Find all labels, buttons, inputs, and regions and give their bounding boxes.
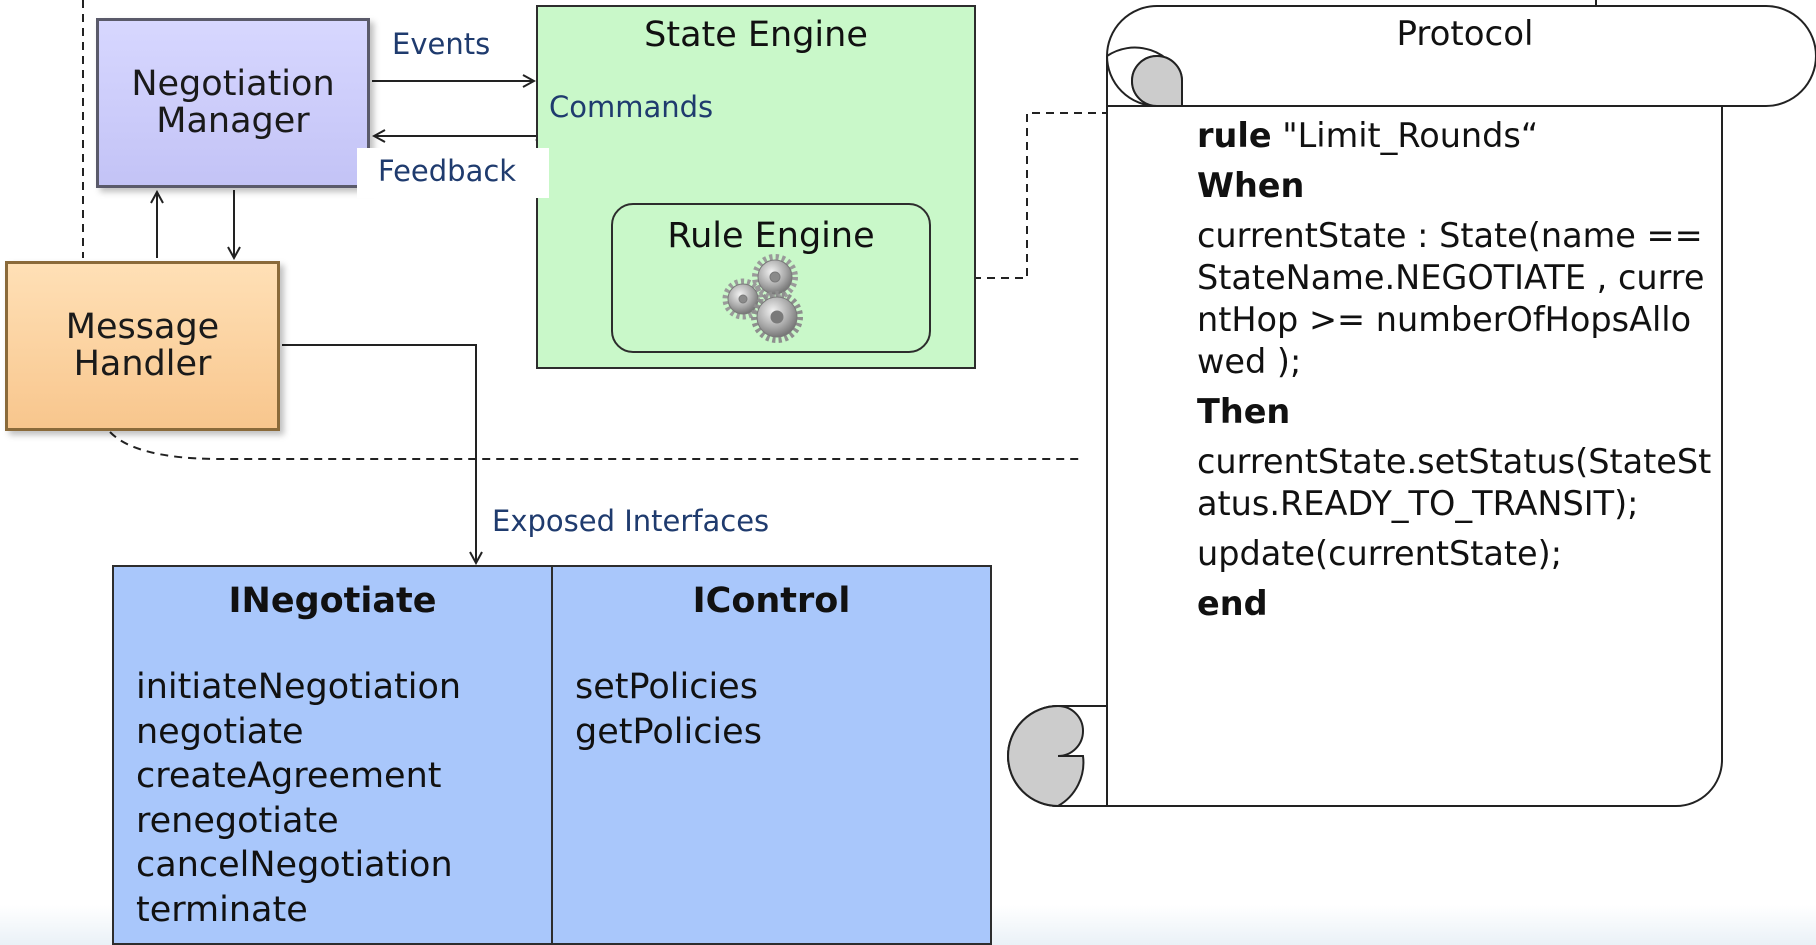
- interface-column-icontrol: IControl setPolicies getPolicies: [551, 567, 990, 943]
- rule-name: "Limit_Rounds“: [1271, 116, 1539, 155]
- state-engine-title: State Engine: [644, 15, 868, 55]
- negotiation-manager-label-2: Manager: [156, 101, 310, 141]
- commands-label: Commands: [549, 90, 714, 124]
- interface-method: initiateNegotiation: [136, 667, 462, 707]
- interface-method: negotiate: [136, 711, 304, 752]
- dashed-mh-to-protocol: [109, 431, 1108, 460]
- rule-engine-title: Rule Engine: [667, 216, 875, 256]
- interface-method: setPolicies: [575, 667, 758, 707]
- interface-method-list: initiateNegotiation negotiate createAgre…: [136, 665, 551, 932]
- feedback-label-background: [357, 148, 549, 198]
- protocol-scroll-shape: [1007, 0, 1816, 808]
- interface-column-inegotiate: INegotiate initiateNegotiation negotiate…: [114, 567, 551, 943]
- interface-method: cancelNegotiation: [136, 845, 453, 885]
- rule-line: rule "Limit_Rounds“: [1197, 115, 1717, 157]
- negotiation-manager-box: Negotiation Manager: [96, 18, 370, 188]
- exposed-interfaces-label: Exposed Interfaces: [492, 504, 770, 538]
- negotiation-manager-label-1: Negotiation: [131, 64, 335, 105]
- when-keyword: When: [1197, 166, 1305, 205]
- message-handler-label-2: Handler: [73, 344, 212, 384]
- rule-engine-box: Rule Engine: [611, 203, 931, 353]
- end-keyword: end: [1197, 584, 1268, 623]
- events-label: Events: [392, 27, 491, 61]
- protocol-rule-text: rule "Limit_Rounds“ When currentState : …: [1197, 115, 1717, 633]
- interface-title: IControl: [692, 581, 851, 621]
- exposed-interfaces-arrow: [282, 344, 476, 563]
- interface-method: terminate: [136, 889, 308, 930]
- protocol-title: Protocol: [1396, 14, 1534, 54]
- message-handler-label-1: Message: [65, 307, 220, 348]
- then-body-2: update(currentState);: [1197, 534, 1562, 573]
- gears-icon: [722, 254, 803, 343]
- then-keyword: Then: [1197, 392, 1291, 431]
- interface-method: renegotiate: [136, 800, 339, 841]
- then-body-1: currentState.setStatus(StateStatus.READY…: [1197, 442, 1712, 523]
- interface-title: INegotiate: [228, 581, 437, 621]
- interface-method-list: setPolicies getPolicies: [575, 665, 990, 754]
- rule-keyword: rule: [1197, 116, 1272, 155]
- when-body: currentState : State(name ==StateName.NE…: [1197, 216, 1705, 381]
- exposed-interfaces-table: INegotiate initiateNegotiation negotiate…: [112, 565, 992, 945]
- message-handler-box: Message Handler: [5, 261, 280, 431]
- interface-method: createAgreement: [136, 756, 442, 796]
- dashed-rule-to-protocol: [931, 113, 1124, 279]
- feedback-label: Feedback: [378, 154, 517, 188]
- interface-method: getPolicies: [575, 711, 762, 752]
